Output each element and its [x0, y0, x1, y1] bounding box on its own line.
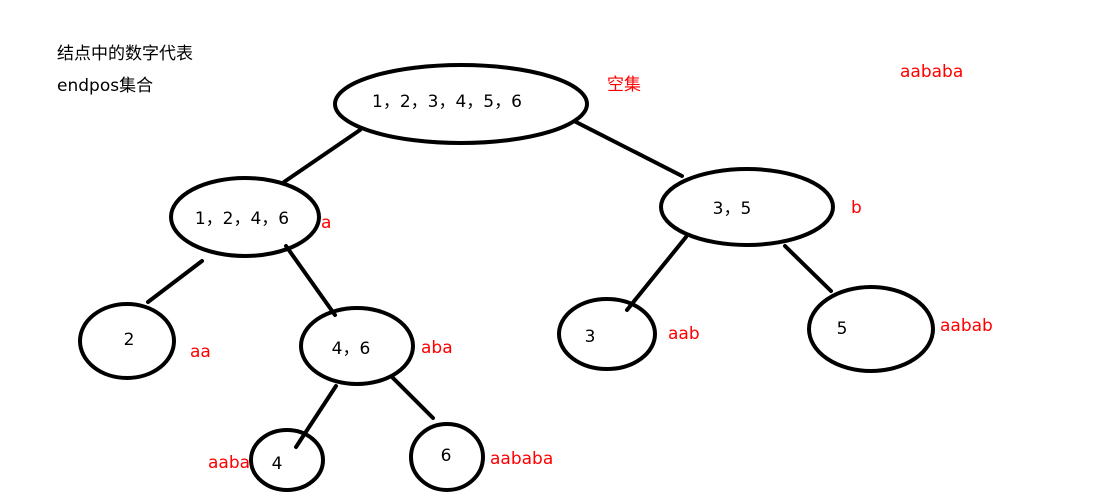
node-n3-substring: aab: [668, 324, 700, 344]
node-n5-substring: aabab: [940, 316, 993, 336]
edge-n46-n6: [390, 375, 435, 420]
node-n35-substring: b: [851, 198, 862, 218]
node-n35: [659, 167, 835, 247]
edge-n1246-n2: [146, 259, 204, 304]
node-n46-endpos: 4，6: [332, 339, 371, 359]
node-n2-substring: aa: [190, 342, 211, 362]
edge-n35-n5: [783, 244, 833, 293]
node-n5-endpos: 5: [837, 319, 848, 339]
node-n1246: [169, 176, 321, 258]
tree-nodes: [78, 63, 935, 492]
edge-n1246-n46: [284, 244, 337, 317]
node-n3: [557, 297, 657, 371]
node-n46: [299, 306, 415, 386]
node-n4-endpos: 4: [272, 454, 283, 474]
node-n35-endpos: 3，5: [713, 199, 752, 219]
edge-n35-n3: [625, 235, 688, 312]
node-root-endpos: 1，2，3，4，5，6: [372, 92, 522, 112]
node-n6-endpos: 6: [441, 446, 452, 466]
tree-edges: [146, 120, 833, 449]
node-n46-substring: aba: [421, 338, 453, 358]
edge-root-n35: [574, 120, 684, 178]
node-root-substring: 空集: [607, 75, 641, 95]
node-n2-endpos: 2: [124, 330, 135, 350]
edge-n46-n4: [294, 384, 338, 449]
node-root: [333, 63, 589, 145]
note-line-1: 结点中的数字代表: [57, 44, 193, 64]
note-line-2: endpos集合: [57, 76, 153, 96]
node-n5: [807, 285, 935, 373]
node-n4-substring: aaba: [208, 453, 250, 473]
node-n4: [249, 428, 325, 492]
node-n2: [78, 302, 176, 380]
edge-root-n1246: [282, 128, 362, 184]
node-n1246-substring: a: [321, 213, 331, 233]
node-n3-endpos: 3: [585, 327, 596, 347]
node-n6-substring: aababa: [490, 449, 553, 469]
full-string-label: aababa: [900, 62, 963, 82]
node-n1246-endpos: 1，2，4，6: [195, 209, 289, 229]
node-n6: [409, 422, 485, 492]
